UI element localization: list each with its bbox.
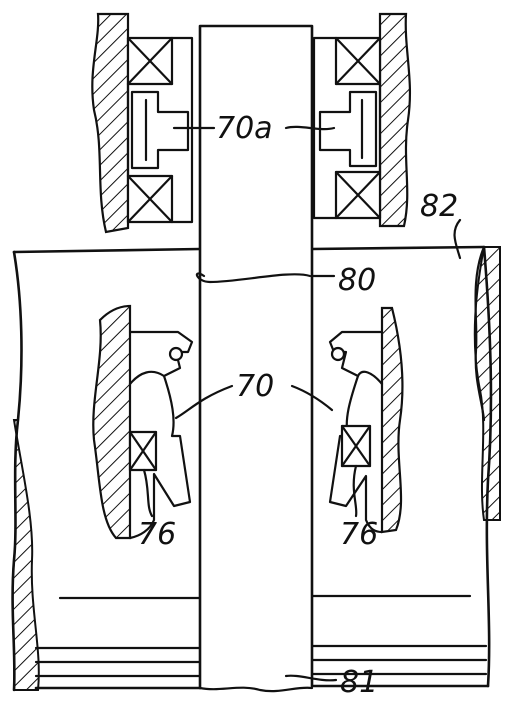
- label-shaft: 81: [340, 665, 378, 700]
- upper-right-housing-hatch: [378, 12, 412, 228]
- label-upper-seal: 70a: [216, 111, 273, 146]
- housing-body: [11, 245, 501, 692]
- housing-right-hatch: [473, 246, 501, 521]
- upper-seal-left: [91, 12, 194, 234]
- leader-lines: [142, 125, 462, 682]
- upper-left-housing-hatch: [91, 12, 130, 234]
- shaft: [198, 24, 314, 693]
- label-right-bearing: 76: [340, 517, 378, 552]
- housing-left-hatch: [11, 419, 40, 691]
- label-housing: 82: [420, 189, 458, 224]
- lower-seal-right: [328, 306, 404, 534]
- upper-seal-right: [312, 12, 412, 228]
- lower-seal-left: [92, 304, 194, 540]
- label-bore: 80: [338, 263, 376, 298]
- lower-left-housing-hatch: [92, 304, 132, 540]
- label-left-bearing: 76: [138, 517, 176, 552]
- label-lower-seal: 70: [236, 369, 274, 404]
- lower-right-housing-hatch: [380, 306, 404, 534]
